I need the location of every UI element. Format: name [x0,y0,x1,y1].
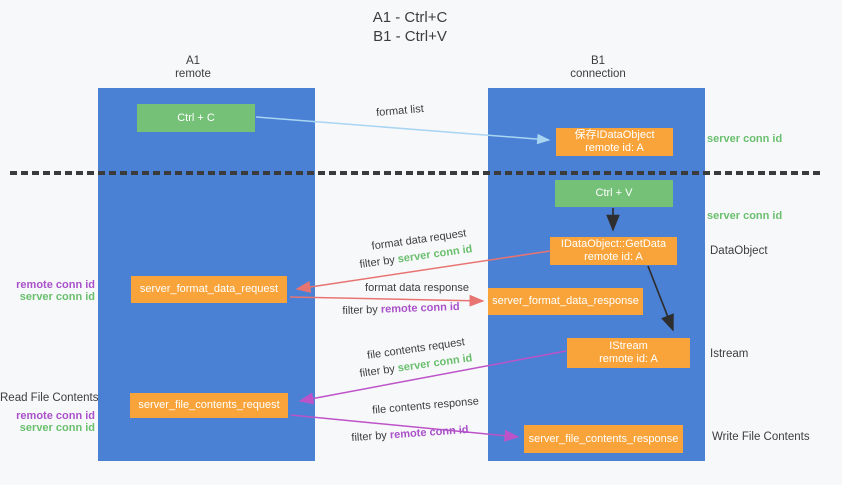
node-save-idataobject-line2: remote id: A [585,142,644,154]
lifeline-header-b1: B1 connection [538,55,658,81]
node-ctrl-c: Ctrl + C [137,104,255,132]
node-server-format-data-response: server_format_data_response [488,288,643,315]
node-idataobject-getdata: IDataObject::GetData remote id: A [550,237,677,265]
node-file-request-label: server_file_contents_request [138,399,280,411]
lifeline-a1-name: A1 [185,55,201,67]
lifeline-a1-subtitle: remote [175,68,211,80]
node-ctrl-c-label: Ctrl + C [177,111,215,124]
arrow-getdata-to-istream [647,265,674,332]
label-server-conn-id-right-top: server conn id [707,133,783,145]
node-server-format-data-request: server_format_data_request [131,276,287,303]
arrow-format-data-request [295,250,551,293]
node-file-response-label: server_file_contents_response [528,432,679,445]
lifeline-b1-subtitle: connection [570,68,626,80]
node-save-idataobject-line1: 保存IDataObject [574,129,655,141]
node-istream-line2: remote id: A [599,353,658,365]
clipboard-boundary-divider [10,171,823,175]
label-write-file-contents: Write File Contents [712,431,810,443]
label-istream: Istream [710,348,749,360]
node-ctrl-v-label: Ctrl + V [595,187,633,199]
lifeline-header-a1: A1 remote [133,55,253,81]
label-read-file-contents: Read File Contents [0,392,99,404]
label-server-conn-id-right-mid: server conn id [707,210,783,222]
label-server-conn-id-left-1: server conn id [19,291,95,303]
node-format-request-label: server_format_data_request [139,283,279,295]
label-format-data-response: format data response [365,282,469,294]
label-dataobject: DataObject [710,245,768,257]
node-format-response-label: server_format_data_response [492,295,639,307]
label-server-conn-id-left-2: server conn id [19,422,95,434]
diagram-title: A1 - Ctrl+C B1 - Ctrl+V [330,8,490,46]
arrow-file-contents-response [290,414,520,442]
title-line-2: B1 - Ctrl+V [373,28,447,45]
filter-by-text: filter by [342,303,382,318]
node-getdata-line1: IDataObject::GetData [560,238,667,250]
node-server-file-contents-response: server_file_contents_response [524,425,683,453]
arrow-file-contents-request [298,350,567,405]
label-remote-conn-id-left-2: remote conn id [16,410,95,422]
node-server-file-contents-request: server_file_contents_request [130,393,288,418]
arrow-format-data-response [289,294,485,307]
arrow-format-list [255,116,551,145]
lifeline-b1-name: B1 [590,55,606,67]
node-istream: IStream remote id: A [567,338,690,368]
node-getdata-line2: remote id: A [584,251,643,263]
node-save-idataobject: 保存IDataObject remote id: A [556,128,673,156]
label-remote-conn-id-left-1: remote conn id [16,279,95,291]
node-ctrl-v: Ctrl + V [555,180,673,207]
node-istream-line1: IStream [609,340,648,352]
title-line-1: A1 - Ctrl+C [372,9,448,26]
